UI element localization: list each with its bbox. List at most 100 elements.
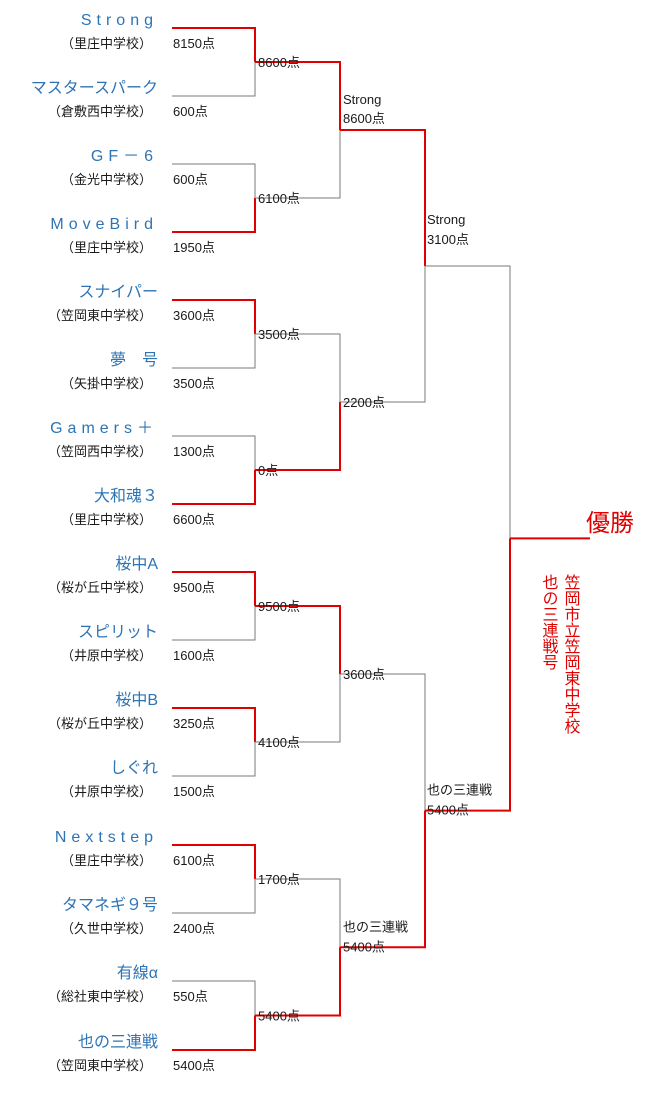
team-school: （笠岡東中学校） <box>48 308 152 323</box>
team-school: （里庄中学校） <box>61 512 152 527</box>
bracket-line <box>255 61 341 130</box>
team-name: MoveBird <box>50 216 158 233</box>
bracket-line <box>172 571 256 606</box>
team-school: （久世中学校） <box>61 921 152 936</box>
team-score: 1600点 <box>173 648 215 663</box>
bracket-line <box>172 1015 256 1051</box>
team-score: 3250点 <box>173 716 215 731</box>
round3-score: 3600点 <box>343 667 385 682</box>
team-school: （桜が丘中学校） <box>48 716 152 731</box>
team-name: 夢 号 <box>110 351 158 369</box>
team-score: 1950点 <box>173 240 215 255</box>
team-school: （笠岡西中学校） <box>48 444 152 459</box>
round4-score: 3100点 <box>427 232 469 247</box>
team-score: 3500点 <box>173 376 215 391</box>
team-score: 6600点 <box>173 512 215 527</box>
bracket-line <box>340 266 426 403</box>
team-name: GF－6 <box>91 148 158 165</box>
team-school: （里庄中学校） <box>61 240 152 255</box>
round3-score: 8600点 <box>343 111 385 126</box>
team-score: 5400点 <box>173 1058 215 1073</box>
team-name: スピリット <box>78 624 158 641</box>
team-score: 600点 <box>173 104 208 119</box>
round2-score: 5400点 <box>258 1009 300 1024</box>
round3-winner: 也の三連戦 <box>343 919 408 934</box>
round2-score: 0点 <box>258 463 278 478</box>
round2-score: 9500点 <box>258 599 300 614</box>
bracket-line <box>340 673 426 811</box>
round4-winner: 也の三連戦 <box>427 783 492 798</box>
team-score: 6100点 <box>173 853 215 868</box>
bracket-line <box>172 879 256 914</box>
team-name: 有線α <box>117 964 158 982</box>
round3-score: 5400点 <box>343 939 385 954</box>
bracket-line <box>255 333 341 402</box>
team-school: （里庄中学校） <box>61 36 152 51</box>
bracket-line <box>255 402 341 471</box>
team-score: 9500点 <box>173 580 215 595</box>
bracket-line <box>425 265 511 539</box>
bracket-line <box>255 605 341 674</box>
team-name: しぐれ <box>110 760 158 777</box>
team-name: 大和魂３ <box>94 487 158 505</box>
bracket-line <box>172 198 256 233</box>
bracket-line <box>255 674 341 743</box>
bracket-line <box>255 878 341 948</box>
bracket-line <box>340 810 426 949</box>
team-name: スナイパー <box>78 284 158 301</box>
bracket-line <box>172 470 256 505</box>
team-score: 8150点 <box>173 36 215 51</box>
team-score: 550点 <box>173 989 208 1004</box>
round2-score: 6100点 <box>258 191 300 206</box>
team-name: 也の三連戦 <box>78 1033 158 1051</box>
round3-score: 2200点 <box>343 395 385 410</box>
bracket-line <box>172 435 256 470</box>
team-name: 桜中B <box>115 691 158 709</box>
bracket-line <box>172 844 256 879</box>
bracket-line <box>172 299 256 334</box>
bracket-line <box>340 129 426 266</box>
round4-score: 5400点 <box>427 803 469 818</box>
team-name: 桜中A <box>115 555 158 573</box>
team-school: （井原中学校） <box>61 648 152 663</box>
team-score: 2400点 <box>173 921 215 936</box>
bracket-line <box>172 334 256 369</box>
team-name: タマネギ９号 <box>62 896 158 914</box>
round2-score: 3500点 <box>258 327 300 342</box>
round3-winner: Strong <box>343 92 381 107</box>
round2-score: 4100点 <box>258 735 300 750</box>
team-name: Strong <box>81 12 158 29</box>
team-school: （矢掛中学校） <box>61 376 152 391</box>
bracket-line <box>172 27 256 62</box>
bracket-line <box>172 62 256 97</box>
round2-score: 1700点 <box>258 872 300 887</box>
team-name: マスタースパーク <box>31 79 158 97</box>
team-school: （総社東中学校） <box>48 989 152 1004</box>
champion-box: 優勝 笠岡市立笠岡東中学校 也の三連戦号 <box>540 510 635 734</box>
team-score: 1300点 <box>173 444 215 459</box>
bracket-line <box>172 707 256 742</box>
team-name: Gamers＋ <box>50 420 158 437</box>
champion-title: 優勝 <box>586 510 634 537</box>
team-name: Nextstep <box>55 829 158 846</box>
team-school: （金光中学校） <box>61 172 152 187</box>
bracket-line <box>255 947 341 1017</box>
round2-score: 8600点 <box>258 55 300 70</box>
team-score: 600点 <box>173 172 208 187</box>
champion-school: 笠岡市立笠岡東中学校 <box>562 574 581 734</box>
bracket-line <box>255 130 341 199</box>
team-school: （井原中学校） <box>61 784 152 799</box>
team-school: （里庄中学校） <box>61 853 152 868</box>
team-school: （桜が丘中学校） <box>48 580 152 595</box>
round4-winner: Strong <box>427 212 465 227</box>
team-score: 3600点 <box>173 308 215 323</box>
team-score: 1500点 <box>173 784 215 799</box>
team-school: （倉敷西中学校） <box>48 104 152 119</box>
bracket-line <box>425 538 511 812</box>
bracket-lines <box>172 27 590 1051</box>
bracket-line <box>172 606 256 641</box>
champion-team: 也の三連戦号 <box>540 574 559 671</box>
team-school: （笠岡東中学校） <box>48 1058 152 1073</box>
